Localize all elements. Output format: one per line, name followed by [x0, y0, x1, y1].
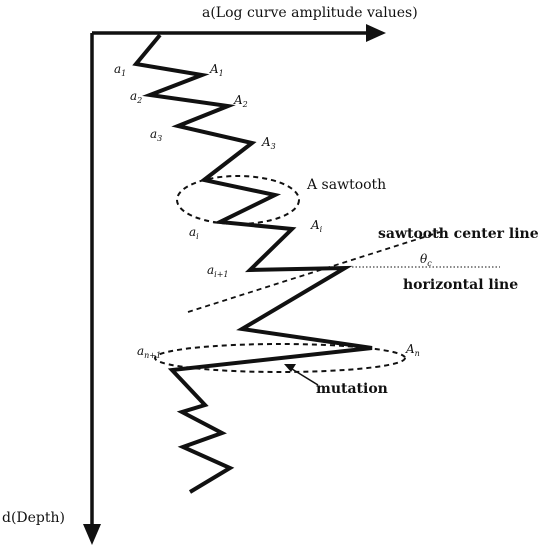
sawtooth-label: A sawtooth	[306, 177, 386, 193]
sawtooth-curve	[132, 33, 373, 494]
center-line-label: sawtooth center line	[378, 226, 538, 242]
point-label-A2: A2	[233, 93, 248, 109]
point-label-ai1: ai+1	[207, 263, 229, 279]
x-axis-label: a(Log curve amplitude values)	[202, 5, 418, 21]
point-label-an1: an+1	[137, 344, 161, 360]
horizontal-line-label: horizontal line	[403, 277, 518, 293]
y-axis-arrowhead	[83, 524, 101, 545]
mutation-arrow	[291, 368, 319, 386]
point-label-a3: a3	[150, 127, 162, 143]
mutation-arrowhead	[284, 364, 296, 372]
point-label-A1: A1	[209, 62, 224, 78]
angle-label: θc	[420, 252, 432, 268]
mutation-highlight-ellipse	[154, 343, 406, 373]
axes	[83, 24, 386, 545]
sawtooth-center-line	[187, 231, 441, 313]
mutation-label: mutation	[316, 381, 388, 397]
point-label-A3: A3	[261, 135, 276, 151]
point-label-a2: a2	[130, 89, 142, 105]
x-axis-arrowhead	[366, 24, 386, 42]
y-axis-label: d(Depth)	[2, 510, 65, 526]
sawtooth-highlight-ellipse	[176, 175, 300, 225]
point-label-a1: a1	[114, 62, 126, 78]
point-label-ai: ai	[189, 225, 199, 241]
point-label-An: An	[405, 342, 420, 358]
point-label-Ai: Ai	[310, 218, 323, 234]
